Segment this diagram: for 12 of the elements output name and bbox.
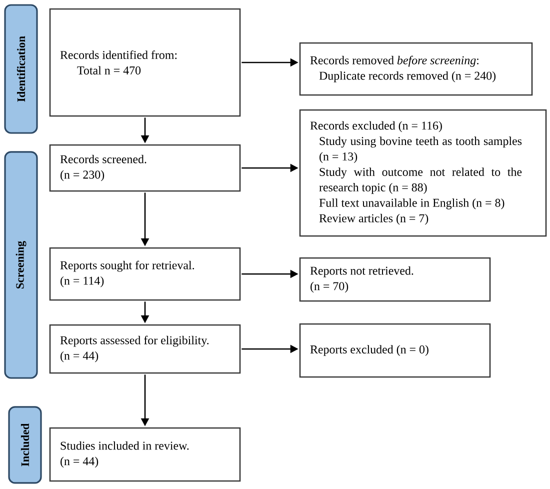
flow-box: Reports not retrieved. (n = 70) [299, 257, 491, 302]
flow-box: Records excluded (n = 116) Study using bovine teeth as tooth samples (n = 13) Study with outcome not related to the research topic (n = 88) Full text unavailable in English (n = 8) Review articles (n = 7) [299, 109, 547, 237]
flow-box: Records screened. (n = 230) [49, 144, 241, 192]
stage-band: Identification [4, 4, 38, 134]
flow-box: Reports excluded (n = 0) [299, 323, 491, 378]
stage-band: Screening [4, 151, 38, 379]
flow-box: Reports sought for retrieval. (n = 114) [49, 247, 241, 301]
flow-box: Studies included in review. (n = 44) [49, 427, 241, 482]
flow-box: Reports assessed for eligibility. (n = 44) [49, 324, 241, 374]
flow-box: Records identified from: Total n = 470 [49, 8, 241, 117]
stage-band: Included [8, 406, 42, 484]
flow-box: Records removed before screening: Duplicate records removed (n = 240) [299, 42, 533, 96]
